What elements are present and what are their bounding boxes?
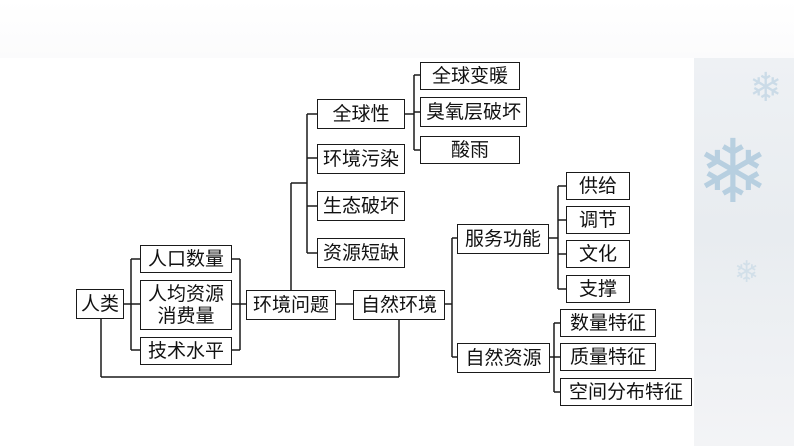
- node-renlei: 人类: [76, 289, 124, 319]
- node-ozone: 臭氧层破坏: [420, 97, 527, 127]
- decorative-snowflake-background: ❄ ❄ ❄: [694, 58, 794, 446]
- node-natural-env: 自然环境: [353, 290, 445, 320]
- node-natural-resource: 自然资源: [457, 343, 550, 373]
- node-supply: 供给: [566, 172, 630, 200]
- node-service-function: 服务功能: [457, 224, 549, 254]
- node-quality-feature: 质量特征: [560, 343, 656, 371]
- node-acid-rain: 酸雨: [420, 136, 520, 164]
- node-eco-damage: 生态破坏: [317, 191, 405, 221]
- snowflake-icon: ❄: [749, 65, 783, 111]
- node-env-problem: 环境问题: [246, 290, 336, 320]
- node-global: 全球性: [317, 99, 405, 129]
- node-warming: 全球变暖: [420, 62, 520, 90]
- node-support: 支撑: [566, 275, 630, 303]
- node-regulate: 调节: [566, 206, 630, 234]
- node-per-capita-line2: 消费量: [157, 305, 215, 327]
- header-band: [0, 0, 794, 58]
- node-pollution: 环境污染: [317, 144, 405, 174]
- node-population: 人口数量: [140, 245, 232, 273]
- node-culture: 文化: [566, 240, 630, 268]
- node-per-capita-line1: 人均资源: [147, 283, 224, 305]
- node-spatial-feature: 空间分布特征: [560, 378, 692, 406]
- node-per-capita-consumption: 人均资源 消费量: [140, 280, 232, 330]
- node-resource-shortage: 资源短缺: [317, 238, 405, 268]
- node-quantity-feature: 数量特征: [560, 309, 656, 337]
- snowflake-icon: ❄: [696, 120, 770, 223]
- snowflake-icon: ❄: [734, 255, 760, 290]
- node-technology: 技术水平: [140, 337, 232, 365]
